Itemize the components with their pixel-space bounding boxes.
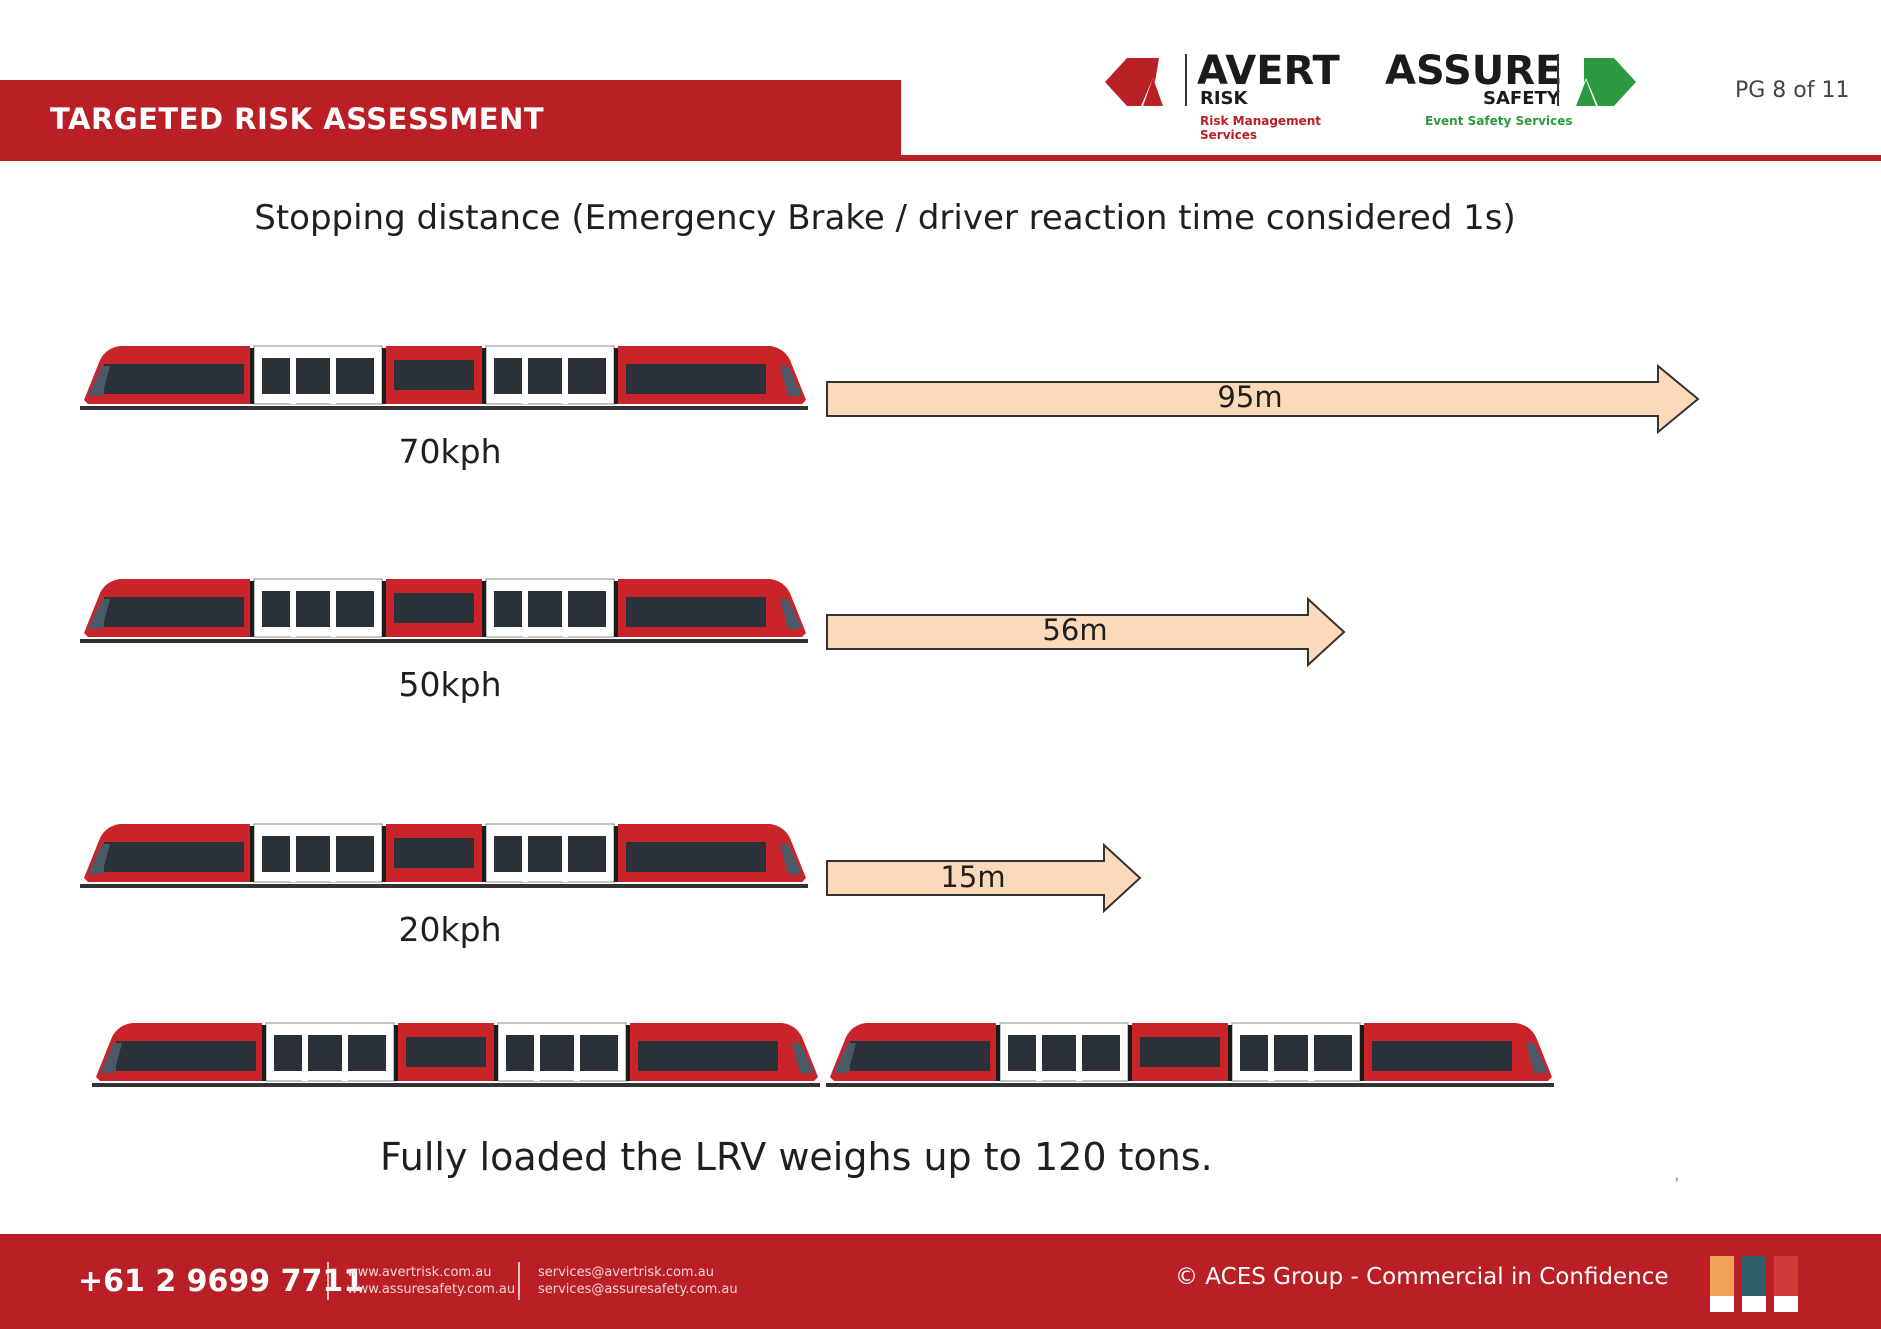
footer-emails: services@avertrisk.com.au services@assur… [538, 1264, 738, 1298]
speed-label-20kph: 20kph [398, 910, 502, 949]
avert-risk-logo: AVERT RISK Risk Management Services [1105, 48, 1355, 142]
footer-web-avert[interactable]: www.avertrisk.com.au [347, 1265, 492, 1280]
tram-image-70kph [80, 345, 809, 411]
footer-email-avert[interactable]: services@avertrisk.com.au [538, 1265, 714, 1280]
logo-divider [1185, 54, 1187, 106]
distance-label-56m: 56m [1042, 613, 1108, 647]
footer-email-assure[interactable]: services@assuresafety.com.au [538, 1282, 738, 1297]
lrv-weight-note: Fully loaded the LRV weighs up to 120 to… [380, 1135, 1213, 1179]
assure-logo-sub: SAFETY [1483, 88, 1560, 109]
page-title: TARGETED RISK ASSESSMENT [50, 102, 545, 136]
header-rule [0, 155, 1881, 161]
avert-logo-mark-icon [1105, 58, 1165, 106]
tram-image-20kph [80, 823, 809, 889]
speed-label-50kph: 50kph [398, 665, 502, 704]
slide-heading: Stopping distance (Emergency Brake / dri… [254, 198, 1516, 238]
logo-divider [1557, 54, 1559, 106]
distance-label-15m: 15m [940, 860, 1006, 894]
tram-image-50kph [80, 578, 809, 644]
footer: +61 2 9699 7711 www.avertrisk.com.au www… [0, 1234, 1881, 1329]
avert-logo-word: AVERT [1197, 48, 1340, 94]
assure-logo-mark-icon [1574, 58, 1636, 106]
footer-phone: +61 2 9699 7711 [78, 1264, 365, 1299]
assure-logo-word: ASSURE [1385, 48, 1563, 94]
page-number: PG 8 of 11 [1735, 78, 1850, 103]
stopping-distance-arrow-56m [826, 597, 1346, 667]
footer-web-assure[interactable]: www.assuresafety.com.au [347, 1282, 516, 1297]
certification-badge-icon [1774, 1256, 1798, 1312]
assure-logo-tagline: Event Safety Services [1425, 114, 1573, 128]
footer-divider [518, 1262, 520, 1300]
stopping-distance-arrow-95m [826, 364, 1700, 434]
footer-websites: www.avertrisk.com.au www.assuresafety.co… [347, 1264, 515, 1298]
certification-badge-icon [1742, 1256, 1766, 1312]
footer-copyright: © ACES Group - Commercial in Confidence [1175, 1264, 1669, 1290]
avert-logo-tagline: Risk Management Services [1200, 114, 1321, 142]
footer-divider [327, 1262, 329, 1300]
speed-label-70kph: 70kph [398, 432, 502, 471]
assure-safety-logo: ASSURE SAFETY Event Safety Services [1385, 48, 1645, 133]
coupled-tram-unit-1 [92, 1022, 821, 1088]
coupled-tram-unit-2 [826, 1022, 1555, 1088]
decorative-mark: ˒ [1675, 1173, 1680, 1189]
avert-logo-sub: RISK [1200, 88, 1248, 109]
distance-label-95m: 95m [1217, 380, 1283, 414]
header-band [0, 80, 901, 160]
stopping-distance-arrow-15m [826, 843, 1142, 913]
certification-badge-icon [1710, 1256, 1734, 1312]
